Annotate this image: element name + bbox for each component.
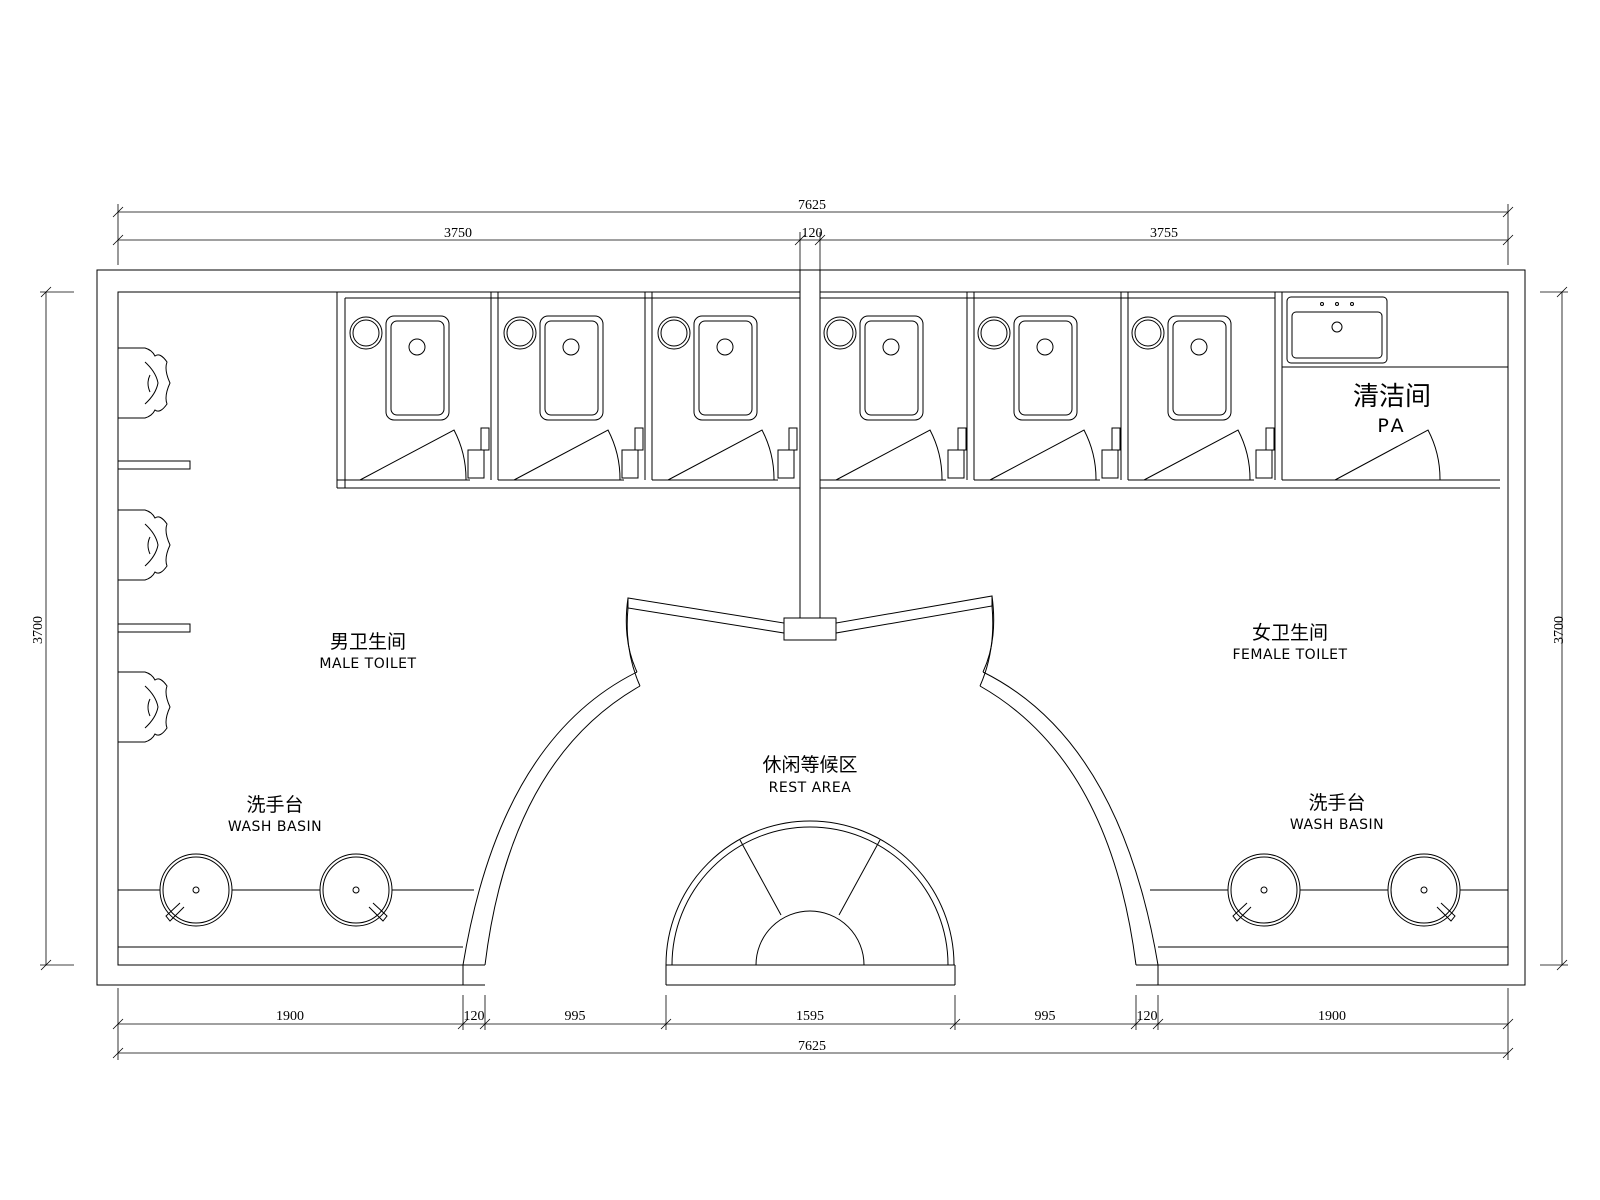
dim-top-right: 3755 <box>1150 226 1178 241</box>
cubicle-6 <box>1131 315 1275 481</box>
cleaning-room-subtitle: PA <box>1377 415 1406 437</box>
urinal-3 <box>118 671 171 743</box>
curved-walls <box>462 595 1159 966</box>
dim-bottom-3: 995 <box>565 1009 586 1024</box>
cubicle-2 <box>503 315 644 481</box>
wash-basin-right-subtitle: WASH BASIN <box>1290 817 1384 833</box>
rest-area-title: 休闲等候区 <box>762 754 857 776</box>
dim-bottom-5: 995 <box>1035 1009 1056 1024</box>
dim-bottom-4: 1595 <box>796 1009 824 1024</box>
wash-basin-left-subtitle: WASH BASIN <box>228 819 322 835</box>
wash-basin-counter-right <box>1150 853 1508 948</box>
dim-top-mid: 120 <box>802 226 823 241</box>
dim-top-total: 7625 <box>798 198 826 213</box>
dim-bottom-1: 1900 <box>276 1009 304 1024</box>
dim-bottom-total: 7625 <box>798 1039 826 1054</box>
center-partition <box>627 270 993 641</box>
toilet-cubicles <box>336 292 1500 489</box>
bottom-dimensions: 1900 120 995 1595 995 120 1900 7625 <box>112 988 1514 1060</box>
cubicle-1 <box>349 315 490 481</box>
male-toilet-title: 男卫生间 <box>330 631 406 653</box>
side-dimensions: 3700 3700 <box>31 286 1568 971</box>
cubicle-3 <box>657 315 798 481</box>
cleaning-room-title: 清洁间 <box>1353 382 1431 412</box>
urinals <box>117 347 191 743</box>
cleaning-room: 清洁间 PA <box>1282 296 1508 481</box>
dim-left-height: 3700 <box>31 616 46 644</box>
wash-basin-left-title: 洗手台 <box>246 794 303 816</box>
female-toilet-title: 女卫生间 <box>1252 622 1328 644</box>
cubicle-4 <box>823 315 967 481</box>
dim-right-height: 3700 <box>1552 616 1567 644</box>
urinal-1 <box>118 347 171 419</box>
urinal-2 <box>118 509 171 581</box>
dim-bottom-2: 120 <box>464 1009 485 1024</box>
wash-basin-counter-left <box>118 853 474 948</box>
dim-top-left: 3750 <box>444 226 472 241</box>
cubicle-5 <box>977 315 1121 481</box>
top-dimensions: 7625 3750 120 3755 <box>112 198 1514 270</box>
dim-bottom-6: 120 <box>1137 1009 1158 1024</box>
wash-basin-right-title: 洗手台 <box>1308 792 1365 814</box>
male-toilet-subtitle: MALE TOILET <box>319 656 416 672</box>
room-labels: 男卫生间 MALE TOILET 女卫生间 FEMALE TOILET 休闲等候… <box>228 622 1384 835</box>
circular-bench <box>665 820 955 966</box>
rest-area-subtitle: REST AREA <box>769 780 852 796</box>
female-toilet-subtitle: FEMALE TOILET <box>1232 647 1347 663</box>
dim-bottom-7: 1900 <box>1318 1009 1346 1024</box>
